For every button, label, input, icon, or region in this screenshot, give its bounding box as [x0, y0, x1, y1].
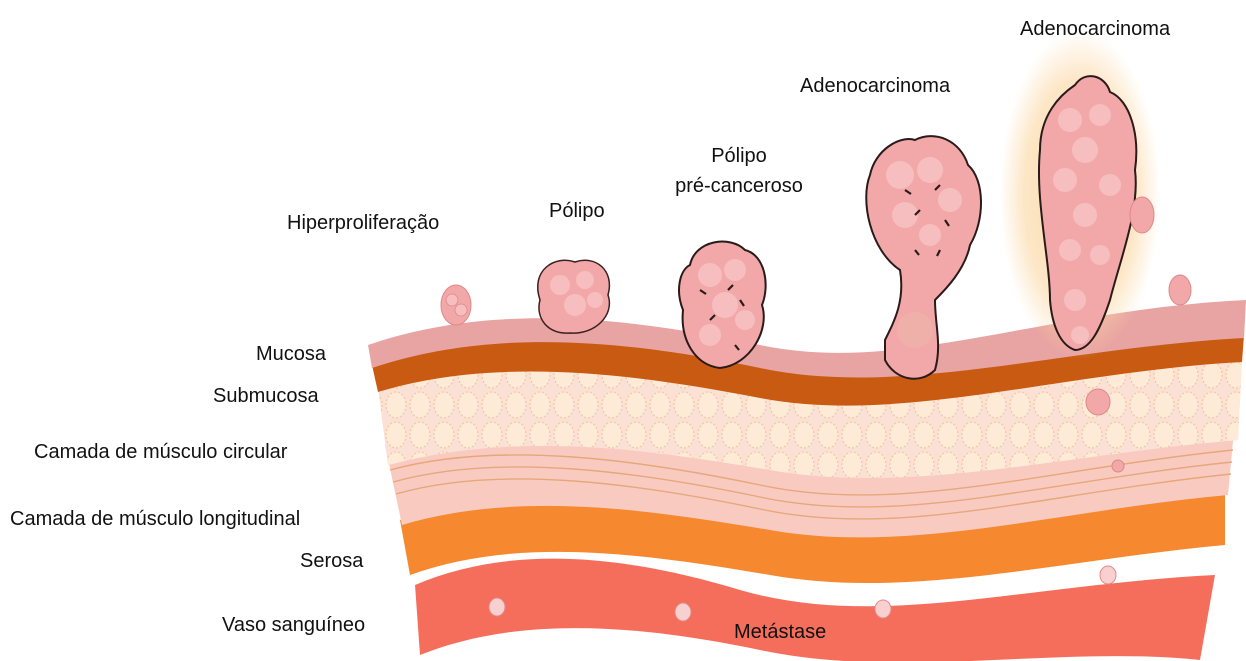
- label-adenocarcinoma-2: Adenocarcinoma: [1020, 17, 1170, 41]
- label-longitudinal-muscle: Camada de músculo longitudinal: [10, 507, 300, 531]
- label-submucosa: Submucosa: [213, 384, 319, 408]
- label-serosa: Serosa: [300, 549, 363, 573]
- label-circular-muscle: Camada de músculo circular: [34, 440, 287, 464]
- polyp-growth: [538, 260, 610, 333]
- label-mucosa: Mucosa: [256, 342, 326, 366]
- label-adenocarcinoma-1: Adenocarcinoma: [800, 74, 950, 98]
- label-polyp: Pólipo: [549, 199, 605, 223]
- label-precancerous-polyp-line1: Pólipo: [711, 144, 767, 168]
- label-hyperproliferation: Hiperproliferação: [287, 211, 439, 235]
- label-blood-vessel: Vaso sanguíneo: [222, 613, 365, 637]
- hyperproliferation-growth: [441, 285, 471, 325]
- label-precancerous-polyp-line2: pré-canceroso: [675, 174, 803, 198]
- precancerous-polyp-growth: [679, 242, 766, 368]
- label-metastasis: Metástase: [734, 620, 826, 644]
